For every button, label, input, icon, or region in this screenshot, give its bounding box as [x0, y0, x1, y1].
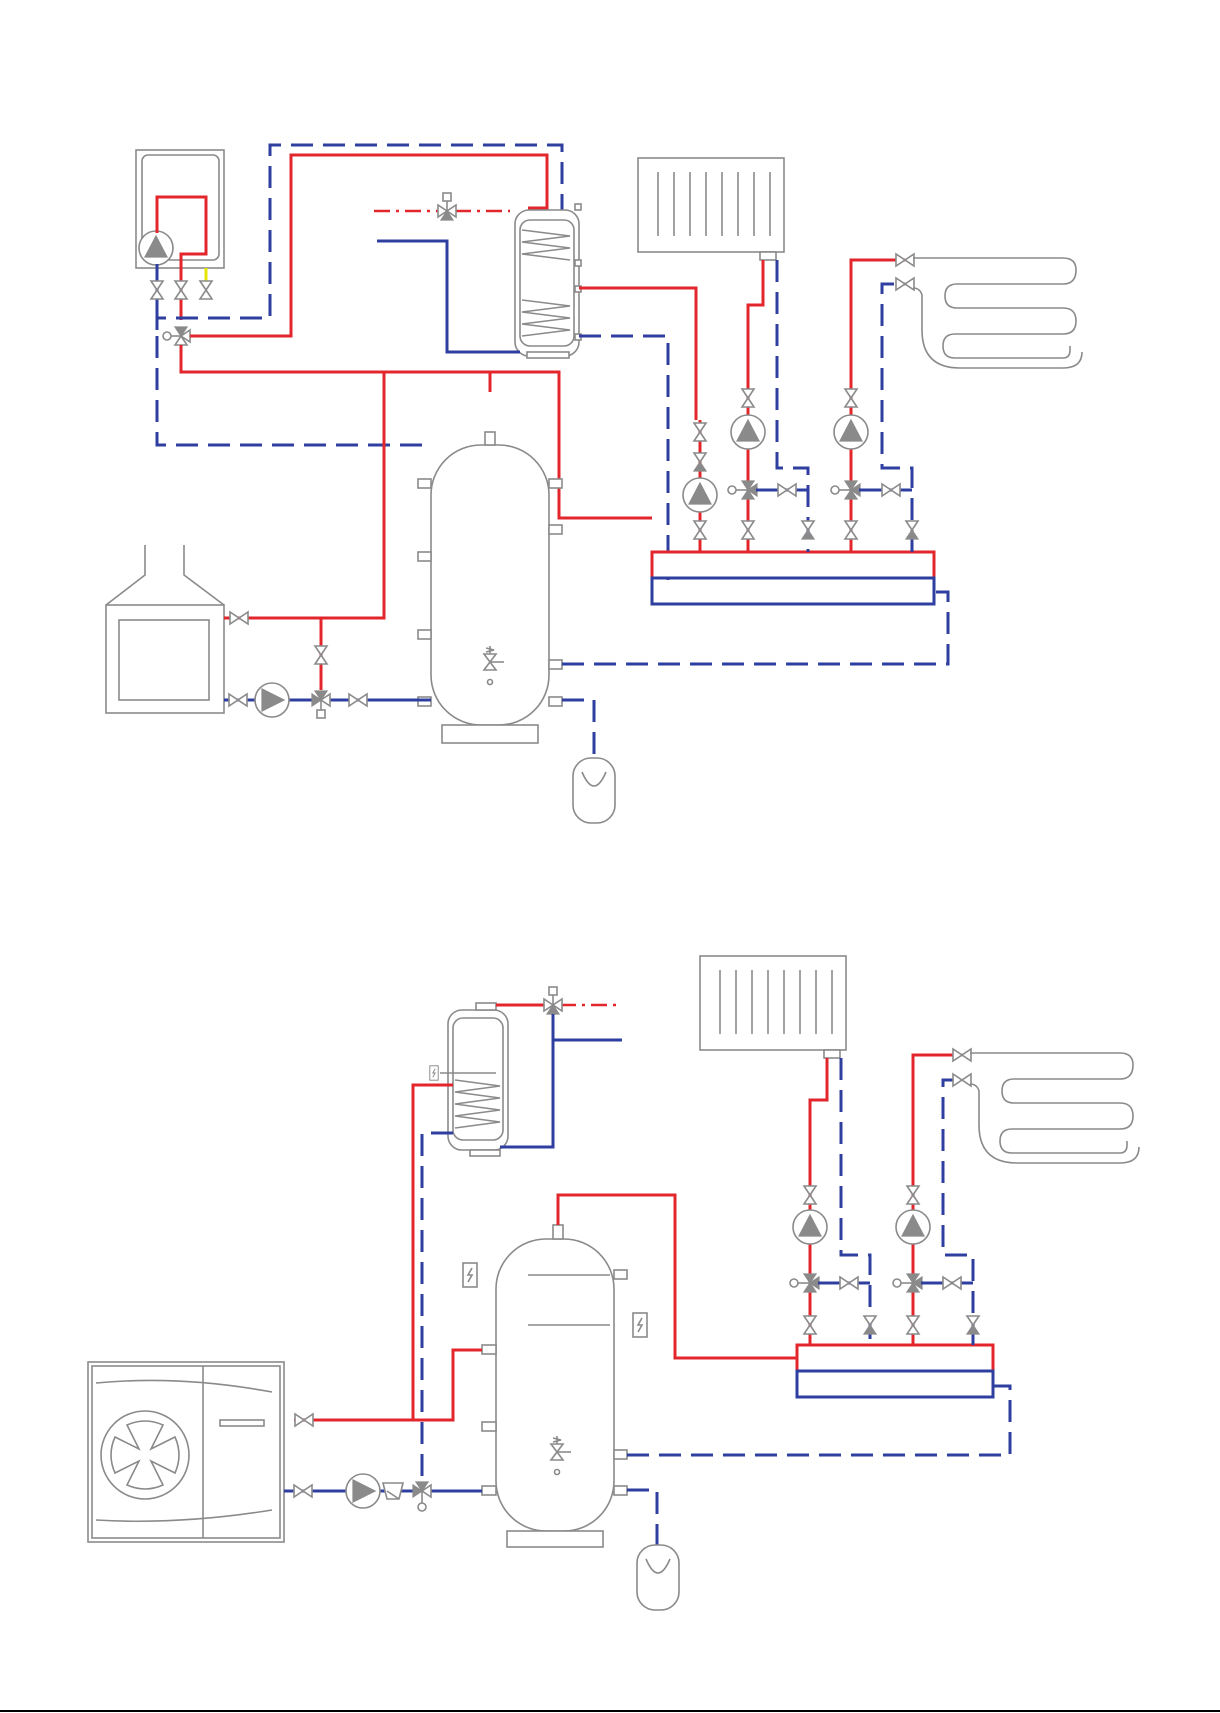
- check-valve-icon: [864, 1316, 876, 1334]
- pump-icon: [346, 1474, 380, 1508]
- valve-icon: [943, 1277, 961, 1289]
- valve-icon: [175, 281, 187, 299]
- valve-icon: [896, 278, 914, 290]
- valve-icon: [845, 521, 857, 539]
- valve-icon: [896, 254, 914, 266]
- buffer-tank: [463, 1225, 647, 1547]
- valve-icon: [349, 694, 367, 706]
- valve-icon: [845, 389, 857, 407]
- radiator: [700, 956, 846, 1058]
- pump-icon: [683, 478, 717, 512]
- pump-icon: [896, 1210, 930, 1244]
- pump-icon: [793, 1210, 827, 1244]
- check-valve-icon: [967, 1316, 979, 1334]
- valve-icon: [694, 521, 706, 539]
- valve-icon: [315, 646, 327, 664]
- valve-icon: [295, 1414, 313, 1426]
- three-way-valve-icon: [413, 1482, 431, 1511]
- pump-icon: [255, 683, 289, 717]
- underfloor-heating-loop: [970, 1053, 1139, 1163]
- check-valve-icon: [694, 453, 706, 471]
- wall-boiler: [136, 150, 224, 268]
- valve-icon: [778, 484, 796, 496]
- three-way-valve-icon: [312, 691, 330, 718]
- diagram-heat-pump-system: [88, 956, 1139, 1610]
- valve-icon: [230, 612, 248, 624]
- valve-icon: [294, 1485, 312, 1497]
- three-way-valve-icon: [544, 987, 562, 1014]
- three-way-valve-icon: [831, 481, 860, 499]
- valve-icon: [840, 1277, 858, 1289]
- diagram-boiler-system: [106, 145, 1082, 823]
- valve-icon: [742, 389, 754, 407]
- pump-icon: [834, 415, 868, 449]
- thermometer-icon: [430, 1066, 438, 1080]
- three-way-valve-icon: [438, 193, 456, 220]
- valve-icon: [804, 1316, 816, 1334]
- valve-icon: [229, 694, 247, 706]
- expansion-vessel: [637, 1545, 679, 1610]
- manifold: [652, 552, 934, 604]
- electric-heater-icon: [633, 1313, 647, 1337]
- underfloor-heating-loop: [913, 258, 1082, 368]
- expansion-vessel: [573, 758, 615, 823]
- valve-icon: [907, 1316, 919, 1334]
- three-way-valve-icon: [893, 1274, 922, 1292]
- valve-icon: [804, 1186, 816, 1204]
- fan-icon: [101, 1411, 189, 1499]
- valve-icon: [151, 281, 163, 299]
- valve-icon: [742, 521, 754, 539]
- manifold: [797, 1345, 993, 1397]
- valve-icon: [882, 484, 900, 496]
- valve-icon: [694, 423, 706, 441]
- valve-icon: [953, 1074, 971, 1086]
- three-way-valve-icon: [790, 1274, 819, 1292]
- boiler-pump-icon: [139, 231, 173, 265]
- three-way-valve-icon: [728, 481, 757, 499]
- fireplace: [106, 545, 224, 713]
- heat-pump: [88, 1362, 284, 1542]
- filter-icon: [383, 1483, 403, 1499]
- buffer-tank: [418, 432, 562, 743]
- check-valve-icon: [906, 521, 918, 539]
- radiator: [638, 158, 784, 260]
- valve-icon: [907, 1186, 919, 1204]
- pump-icon: [731, 415, 765, 449]
- dhw-cylinder: [515, 204, 581, 358]
- electric-heater-icon: [463, 1263, 477, 1287]
- valve-icon: [200, 281, 212, 299]
- valve-icon: [953, 1049, 971, 1061]
- three-way-valve-icon: [163, 327, 190, 345]
- check-valve-icon: [802, 521, 814, 539]
